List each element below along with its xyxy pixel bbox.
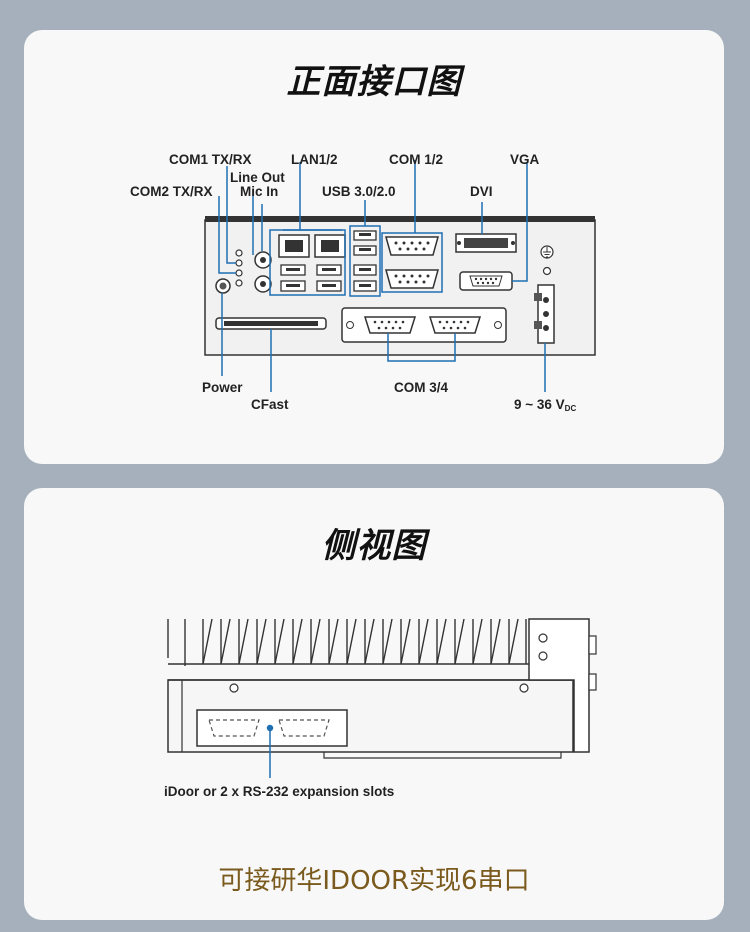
side-view-card: 侧视图: [24, 488, 724, 920]
side-view-title: 侧视图: [321, 526, 427, 566]
label-usb: USB 3.0/2.0: [322, 184, 396, 199]
front-view-card: 正面接口图: [24, 30, 724, 464]
callout-lines: [218, 160, 546, 392]
label-dvi: DVI: [470, 184, 493, 199]
dvi-port: [455, 233, 517, 253]
label-com2-txrx: COM2 TX/RX: [130, 184, 213, 199]
label-lan: LAN1/2: [291, 152, 338, 167]
power-button: [215, 278, 231, 294]
heatsink-fins: [167, 618, 529, 666]
label-com1-txrx: COM1 TX/RX: [169, 152, 252, 167]
end-bracket: [528, 618, 597, 753]
vga-port: [459, 271, 513, 291]
dc-power-terminal: [534, 284, 555, 344]
label-com12: COM 1/2: [389, 152, 443, 167]
caption-text: 可接研华IDOOR实现6串口: [218, 866, 530, 896]
front-view-title: 正面接口图: [286, 62, 462, 102]
label-idoor-expansion: iDoor or 2 x RS-232 expansion slots: [164, 784, 394, 799]
com34-module: [341, 307, 507, 343]
label-line-out: Line Out: [230, 170, 285, 185]
ground-icon: [540, 245, 554, 276]
side-view-diagram: iDoor or 2 x RS-232 expansion slots: [164, 618, 597, 799]
label-vga: VGA: [510, 152, 540, 167]
com12-db9-ports: [385, 236, 439, 289]
idoor-callout: [266, 724, 274, 778]
label-dc-input: 9 ~ 36 VDC: [514, 397, 576, 413]
front-panel-diagram: COM1 TX/RX COM2 TX/RX Line Out Mic In LA…: [130, 152, 596, 413]
audio-jacks: [254, 251, 272, 293]
label-com34: COM 3/4: [394, 380, 449, 395]
label-power: Power: [202, 380, 243, 395]
cfast-slot: [215, 317, 327, 330]
label-mic-in: Mic In: [240, 184, 278, 199]
label-cfast: CFast: [251, 397, 289, 412]
